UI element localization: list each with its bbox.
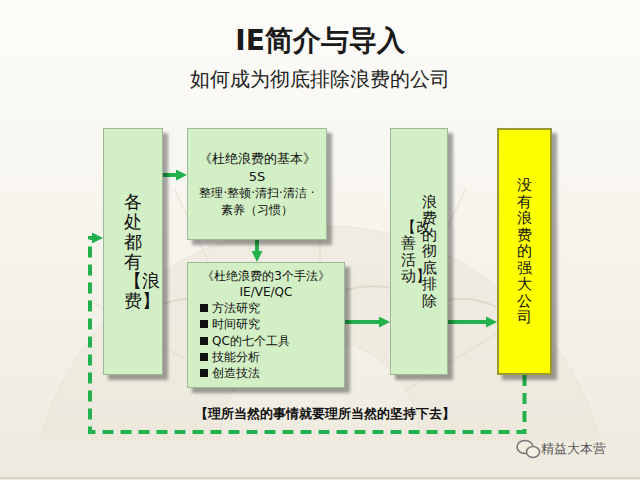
list-item: 方法研究 xyxy=(212,300,260,316)
vertical-text: 没有浪费的强大公司 xyxy=(517,177,532,326)
list-item: 创造技法 xyxy=(212,365,260,381)
bullet-square xyxy=(200,304,208,312)
flow-arrow xyxy=(255,240,259,254)
flow-arrow xyxy=(448,320,489,324)
motto-note: 【理所当然的事情就要理所当然的坚持下去】 xyxy=(160,405,490,423)
slide-title: IE简介与导入 xyxy=(0,22,640,60)
wechat-icon xyxy=(517,441,540,458)
vertical-box: 各处都有【浪费】 xyxy=(103,128,163,375)
bullet-square xyxy=(200,337,208,345)
box-text: 5S xyxy=(249,168,266,186)
list-item: 技能分析 xyxy=(212,349,260,365)
flow-arrow xyxy=(345,320,382,324)
list-item: QC的七个工具 xyxy=(212,333,290,349)
list-item: 时间研究 xyxy=(212,316,260,332)
process-box: 《杜绝浪费的基本》5S整理·整顿·清扫·清洁 ·素养（习惯） xyxy=(187,128,327,240)
box-text: IE/VE/QC xyxy=(196,285,336,301)
box-text: 整理·整顿·清扫·清洁 ·素养（习惯） xyxy=(194,185,320,217)
bullet-square xyxy=(200,320,208,328)
goal-box: 没有浪费的强大公司 xyxy=(497,128,552,375)
bullet-square xyxy=(200,369,208,377)
slide-subtitle: 如何成为彻底排除浪费的公司 xyxy=(0,66,640,93)
box-text: 《杜绝浪费的3个手法》 xyxy=(196,269,336,285)
vertical-text: 浪费的彻底排除 xyxy=(422,194,437,310)
box-text: 《杜绝浪费的基本》 xyxy=(199,150,316,168)
vertical-text: 【改善活动】 xyxy=(401,219,416,285)
flow-arrow xyxy=(163,173,179,177)
vertical-text: 各处都有【浪费】 xyxy=(124,192,142,311)
bullet-square xyxy=(200,353,208,361)
watermark-text: 精益大本营 xyxy=(541,440,606,458)
process-box: 《杜绝浪费的3个手法》IE/VE/QC方法研究时间研究QC的七个工具技能分析创造… xyxy=(187,262,345,388)
vertical-box: 浪费的彻底排除【改善活动】 xyxy=(390,128,448,375)
